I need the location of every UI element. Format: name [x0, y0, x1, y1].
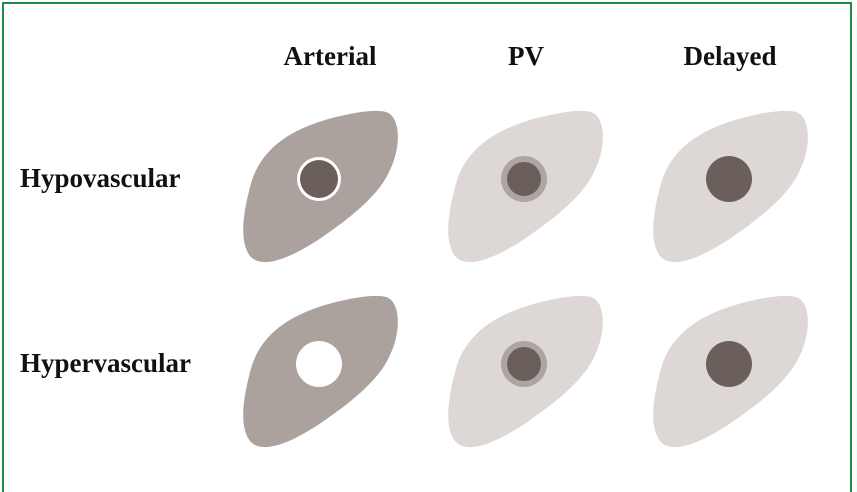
row-label-hypovascular: Hypovascular	[20, 165, 181, 192]
cell-hypervascular-delayed	[650, 295, 810, 455]
cell-hypovascular-pv	[445, 110, 605, 270]
lesion	[507, 162, 541, 196]
row-label-hypervascular: Hypervascular	[20, 350, 191, 377]
column-label-pv: PV	[508, 43, 544, 70]
column-label-arterial: Arterial	[284, 43, 377, 70]
lesion	[507, 347, 541, 381]
column-label-delayed: Delayed	[684, 43, 777, 70]
lesion	[296, 341, 342, 387]
cell-hypovascular-arterial	[240, 110, 400, 270]
cell-hypervascular-arterial	[240, 295, 400, 455]
lesion	[706, 341, 752, 387]
lesion	[300, 160, 338, 198]
lesion	[706, 156, 752, 202]
cell-hypovascular-delayed	[650, 110, 810, 270]
cell-hypervascular-pv	[445, 295, 605, 455]
